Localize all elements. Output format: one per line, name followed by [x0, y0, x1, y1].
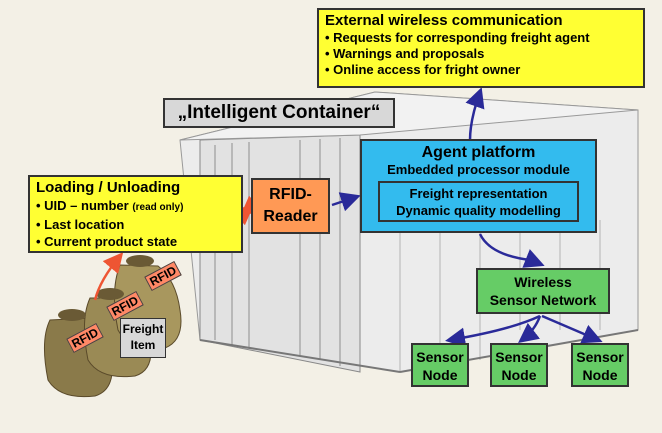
rfid-reader-line: Reader	[263, 208, 318, 225]
sensor-node-line: Node	[501, 367, 537, 383]
wsn-line: Sensor Network	[489, 292, 597, 308]
freight-item-line: Freight	[122, 322, 164, 336]
sensor-node-3: Sensor Node	[571, 343, 629, 387]
loading-line: • Last location	[36, 217, 125, 232]
sensor-node-line: Node	[422, 367, 458, 383]
loading-title: Loading / Unloading	[36, 179, 181, 196]
loading-uid-line: • UID – number (read only)	[36, 197, 235, 216]
sensor-node-line: Sensor	[416, 349, 464, 365]
freight-model-box: Freight representation Dynamic quality m…	[378, 181, 579, 222]
loading-unloading-box: Loading / Unloading • UID – number (read…	[28, 175, 243, 253]
external-line: • Warnings and proposals	[325, 46, 485, 61]
rfid-reader-line: RFID-	[269, 186, 312, 203]
wireless-sensor-network-box: Wireless Sensor Network	[476, 268, 610, 314]
loading-line: • Current product state	[36, 234, 178, 249]
freight-model-line: Dynamic quality modelling	[396, 203, 561, 218]
sensor-node-2: Sensor Node	[490, 343, 548, 387]
wsn-line: Wireless	[514, 274, 572, 290]
arrow-wsn-to-node-1	[445, 314, 541, 348]
freight-model-line: Freight representation	[409, 186, 548, 201]
arrow-wsn-to-node-3	[541, 314, 603, 344]
external-title: External wireless communication	[325, 12, 563, 29]
arrow-reader-to-agent	[331, 192, 361, 212]
agent-title: Agent platform	[421, 144, 536, 161]
freight-item-label: Freight Item	[120, 318, 166, 358]
freight-item-line: Item	[130, 338, 156, 352]
loading-uid-note: (read only)	[132, 202, 184, 213]
arrow-reader-to-loading	[240, 195, 262, 217]
arrow-wsn-to-node-2	[518, 315, 542, 344]
external-line: • Online access for fright owner	[325, 62, 521, 77]
external-line: • Requests for corresponding freight age…	[325, 30, 590, 45]
sensor-node-1: Sensor Node	[411, 343, 469, 387]
external-communication-box: External wireless communication • Reques…	[317, 8, 645, 88]
agent-platform-box: Agent platform Embedded processor module…	[360, 139, 597, 233]
arrow-sack-to-loading	[93, 252, 124, 301]
container-title: „Intelligent Container“	[163, 98, 395, 128]
loading-uid-label: • UID – number	[36, 198, 129, 213]
arrow-agent-to-wsn	[478, 233, 545, 268]
agent-subtitle: Embedded processor module	[387, 162, 570, 177]
arrow-agent-to-external	[465, 87, 485, 141]
sensor-node-line: Sensor	[576, 349, 624, 365]
sensor-node-line: Node	[582, 367, 618, 383]
sensor-node-line: Sensor	[495, 349, 543, 365]
rfid-reader-box: RFID- Reader	[251, 178, 330, 234]
